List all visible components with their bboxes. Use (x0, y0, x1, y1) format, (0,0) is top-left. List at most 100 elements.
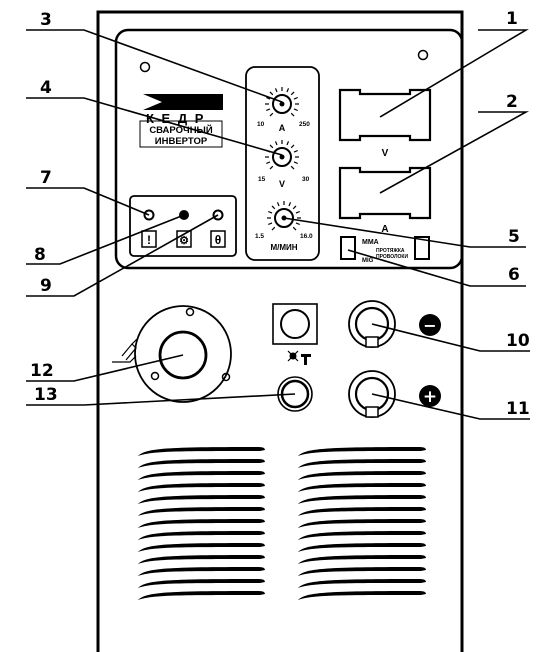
dial-tick (288, 202, 292, 207)
dial-tick (290, 112, 295, 117)
dial-tick (292, 226, 297, 231)
dial-tick (266, 108, 271, 112)
ventilation-grille-right (298, 447, 426, 600)
dial-tick (271, 205, 276, 210)
vent-slot (138, 447, 265, 456)
wire-speed-dial-knob[interactable] (274, 208, 294, 228)
vent-slot (298, 483, 426, 492)
mode-label-feed-line1: ПРОТЯЖКА (376, 248, 405, 254)
wire-speed-dial-max: 16.0 (300, 233, 313, 240)
dial-tick (290, 91, 295, 96)
wire-speed-dial-unit: М/МИН (270, 243, 297, 252)
mode-label-mig: MIG (362, 258, 374, 264)
dial-tick (268, 222, 273, 226)
callout-number: 1 (506, 9, 518, 29)
callout-number: 7 (40, 168, 52, 188)
current-display (338, 166, 432, 220)
gas-connector[interactable] (280, 309, 310, 339)
brand-logo-text: К Е Д Р (146, 111, 205, 126)
mode-switch[interactable] (340, 236, 356, 260)
vent-slot (298, 495, 426, 504)
dial-tick (290, 144, 295, 149)
mode-label-mma: MMA (362, 239, 379, 246)
vent-slot (138, 567, 265, 576)
vent-slot (298, 555, 426, 564)
vent-slot (298, 543, 426, 552)
mode-label-feed-line2: ПРОВОЛОКИ (376, 254, 408, 260)
dial-tick (274, 141, 278, 146)
dial-tick (276, 202, 280, 207)
voltage-dial-min: 15 (258, 176, 266, 183)
control-connector-outer (277, 376, 313, 412)
callout-number: 2 (506, 92, 518, 112)
current-dial-unit: A (279, 123, 286, 133)
vent-slot (138, 579, 265, 588)
dial-tick (286, 141, 290, 146)
callout-number: 10 (506, 331, 530, 351)
callout-number: 11 (506, 399, 530, 419)
torch-connector-flange (134, 305, 232, 403)
dial-tick (292, 205, 297, 210)
dial-tick (268, 210, 273, 214)
dial-tick (269, 144, 274, 149)
vent-slot (138, 555, 265, 564)
dial-tick (269, 165, 274, 170)
vent-slot (138, 519, 265, 528)
callout-number: 9 (40, 276, 52, 296)
thermal-icon-symbol: θ (215, 233, 222, 247)
callout-number: 13 (34, 385, 58, 405)
wire-speed-dial-min: 1.5 (255, 233, 264, 240)
dial-tick (286, 88, 290, 93)
minus-terminal[interactable] (348, 300, 396, 348)
dial-tick (293, 108, 298, 112)
vent-slot (298, 567, 426, 576)
dial-tick (290, 165, 295, 170)
settings-icon (176, 230, 192, 248)
voltage-dial-max: 30 (302, 176, 310, 183)
flange-bolt (150, 371, 160, 381)
vent-slot (138, 507, 265, 516)
settings-icon-symbol: ⚙ (179, 235, 189, 247)
vent-slot (138, 471, 265, 480)
warning-icon (141, 230, 157, 248)
device-housing (96, 10, 464, 652)
mounting-hole (139, 61, 151, 73)
vent-slot (138, 459, 265, 468)
current-dial-center (279, 101, 285, 107)
warning-icon-symbol: ! (147, 233, 151, 247)
vent-slot (298, 459, 426, 468)
dial-panel (245, 66, 320, 261)
vent-slot (138, 543, 265, 552)
dial-tick (295, 210, 300, 214)
vent-slot (298, 591, 426, 600)
wire-feed-switch[interactable] (414, 236, 430, 260)
voltage-display (338, 88, 432, 142)
plus-terminal[interactable] (348, 370, 396, 418)
vent-slot (138, 495, 265, 504)
product-label-line1: СВАРОЧНЫЙ (149, 124, 213, 136)
dial-tick (274, 88, 278, 93)
dial-tick (293, 149, 298, 153)
torch-connector-socket[interactable] (158, 330, 208, 380)
vent-slot (298, 507, 426, 516)
vent-slot (138, 591, 265, 600)
dial-tick (293, 96, 298, 100)
dial-tick (269, 91, 274, 96)
product-label-line2: ИНВЕРТОР (155, 136, 208, 147)
power-indicator-lamp (143, 209, 155, 221)
ventilation-grille-left (138, 447, 265, 600)
indicator-panel (129, 195, 237, 257)
current-dial-knob[interactable] (272, 94, 292, 114)
thermal-icon (210, 230, 226, 248)
voltage-dial-knob[interactable] (272, 147, 292, 167)
control-panel (114, 28, 464, 270)
wire-feed-torch-icon (287, 350, 311, 365)
dial-tick-marks (265, 87, 301, 231)
dial-tick (266, 96, 271, 100)
voltage-dial-center (279, 154, 285, 160)
gas-connector-plate (272, 303, 318, 345)
vent-slot (298, 579, 426, 588)
vent-slot (138, 531, 265, 540)
current-dial-max: 250 (299, 121, 310, 128)
brand-logo: К Е Д Р (143, 94, 223, 126)
